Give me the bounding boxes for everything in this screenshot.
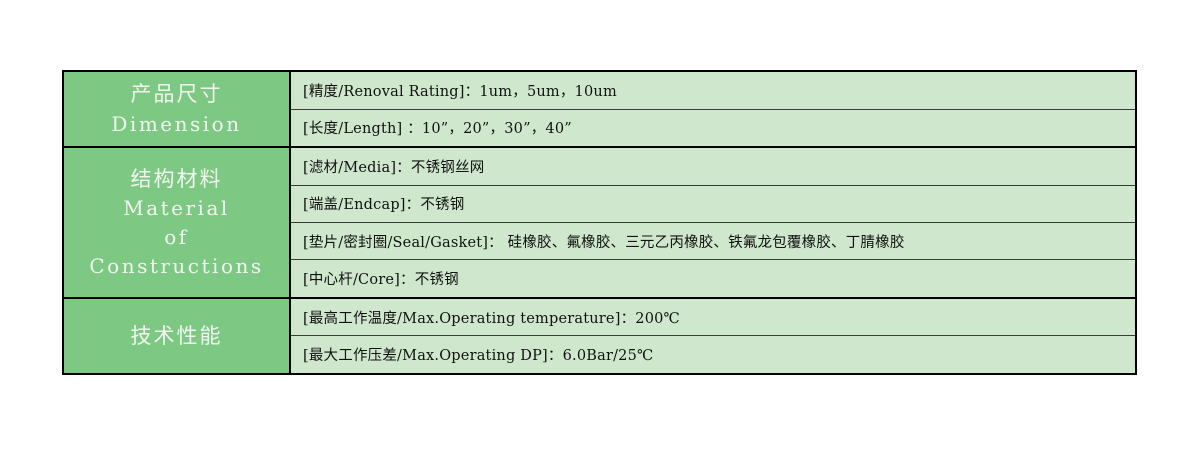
spec-value-core: [中心杆/Core]：不锈钢 bbox=[290, 259, 1136, 299]
group-header-material: 结构材料 Material of Constructions bbox=[63, 147, 291, 299]
spec-value-endcap: [端盖/Endcap]：不锈钢 bbox=[290, 185, 1136, 223]
table-row: [最大工作压差/Max.Operating DP]：6.0Bar/25℃ bbox=[63, 335, 1136, 374]
group-header-label-cn: 结构材料 bbox=[130, 166, 223, 191]
table-row: [垫片/密封圈/Seal/Gasket]： 硅橡胶、氟橡胶、三元乙丙橡胶、铁氟龙… bbox=[63, 222, 1136, 261]
group-header-dimension: 产品尺寸 Dimension bbox=[63, 71, 291, 148]
spec-value-seal-gasket: [垫片/密封圈/Seal/Gasket]： 硅橡胶、氟橡胶、三元乙丙橡胶、铁氟龙… bbox=[290, 222, 1136, 261]
spec-value-media: [滤材/Media]：不锈钢丝网 bbox=[290, 147, 1136, 186]
spec-value-max-operating-temperature: [最高工作温度/Max.Operating temperature]：200℃ bbox=[290, 297, 1136, 337]
specification-table: 产品尺寸 Dimension [精度/Renoval Rating]：1um，5… bbox=[62, 70, 1137, 375]
table-row: [端盖/Endcap]：不锈钢 bbox=[63, 185, 1136, 223]
group-header-label-en-line2: of bbox=[164, 225, 189, 250]
spec-value-max-operating-dp: [最大工作压差/Max.Operating DP]：6.0Bar/25℃ bbox=[290, 335, 1136, 374]
group-header-label-en-line3: Constructions bbox=[89, 254, 264, 279]
spec-value-accuracy: [精度/Renoval Rating]：1um，5um，10um bbox=[290, 71, 1136, 110]
table-row: 结构材料 Material of Constructions [滤材/Media… bbox=[63, 147, 1136, 299]
table-row: 技术性能 [最高工作温度/Max.Operating temperature]：… bbox=[63, 297, 1136, 374]
group-header-label-cn: 产品尺寸 bbox=[130, 82, 223, 107]
group-header-label-en: Dimension bbox=[111, 111, 242, 136]
spec-value-length: [长度/Length] ：10”，20”，30”，40” bbox=[290, 109, 1136, 148]
group-header-label-cn: 技术性能 bbox=[130, 323, 223, 348]
group-header-performance: 技术性能 bbox=[63, 297, 291, 374]
table-row: [长度/Length] ：10”，20”，30”，40” bbox=[63, 109, 1136, 148]
table-row: 产品尺寸 Dimension [精度/Renoval Rating]：1um，5… bbox=[63, 71, 1136, 148]
table-row: [中心杆/Core]：不锈钢 bbox=[63, 259, 1136, 299]
group-header-label-en-line1: Material bbox=[123, 196, 230, 221]
specification-sheet: 产品尺寸 Dimension [精度/Renoval Rating]：1um，5… bbox=[62, 70, 1137, 375]
